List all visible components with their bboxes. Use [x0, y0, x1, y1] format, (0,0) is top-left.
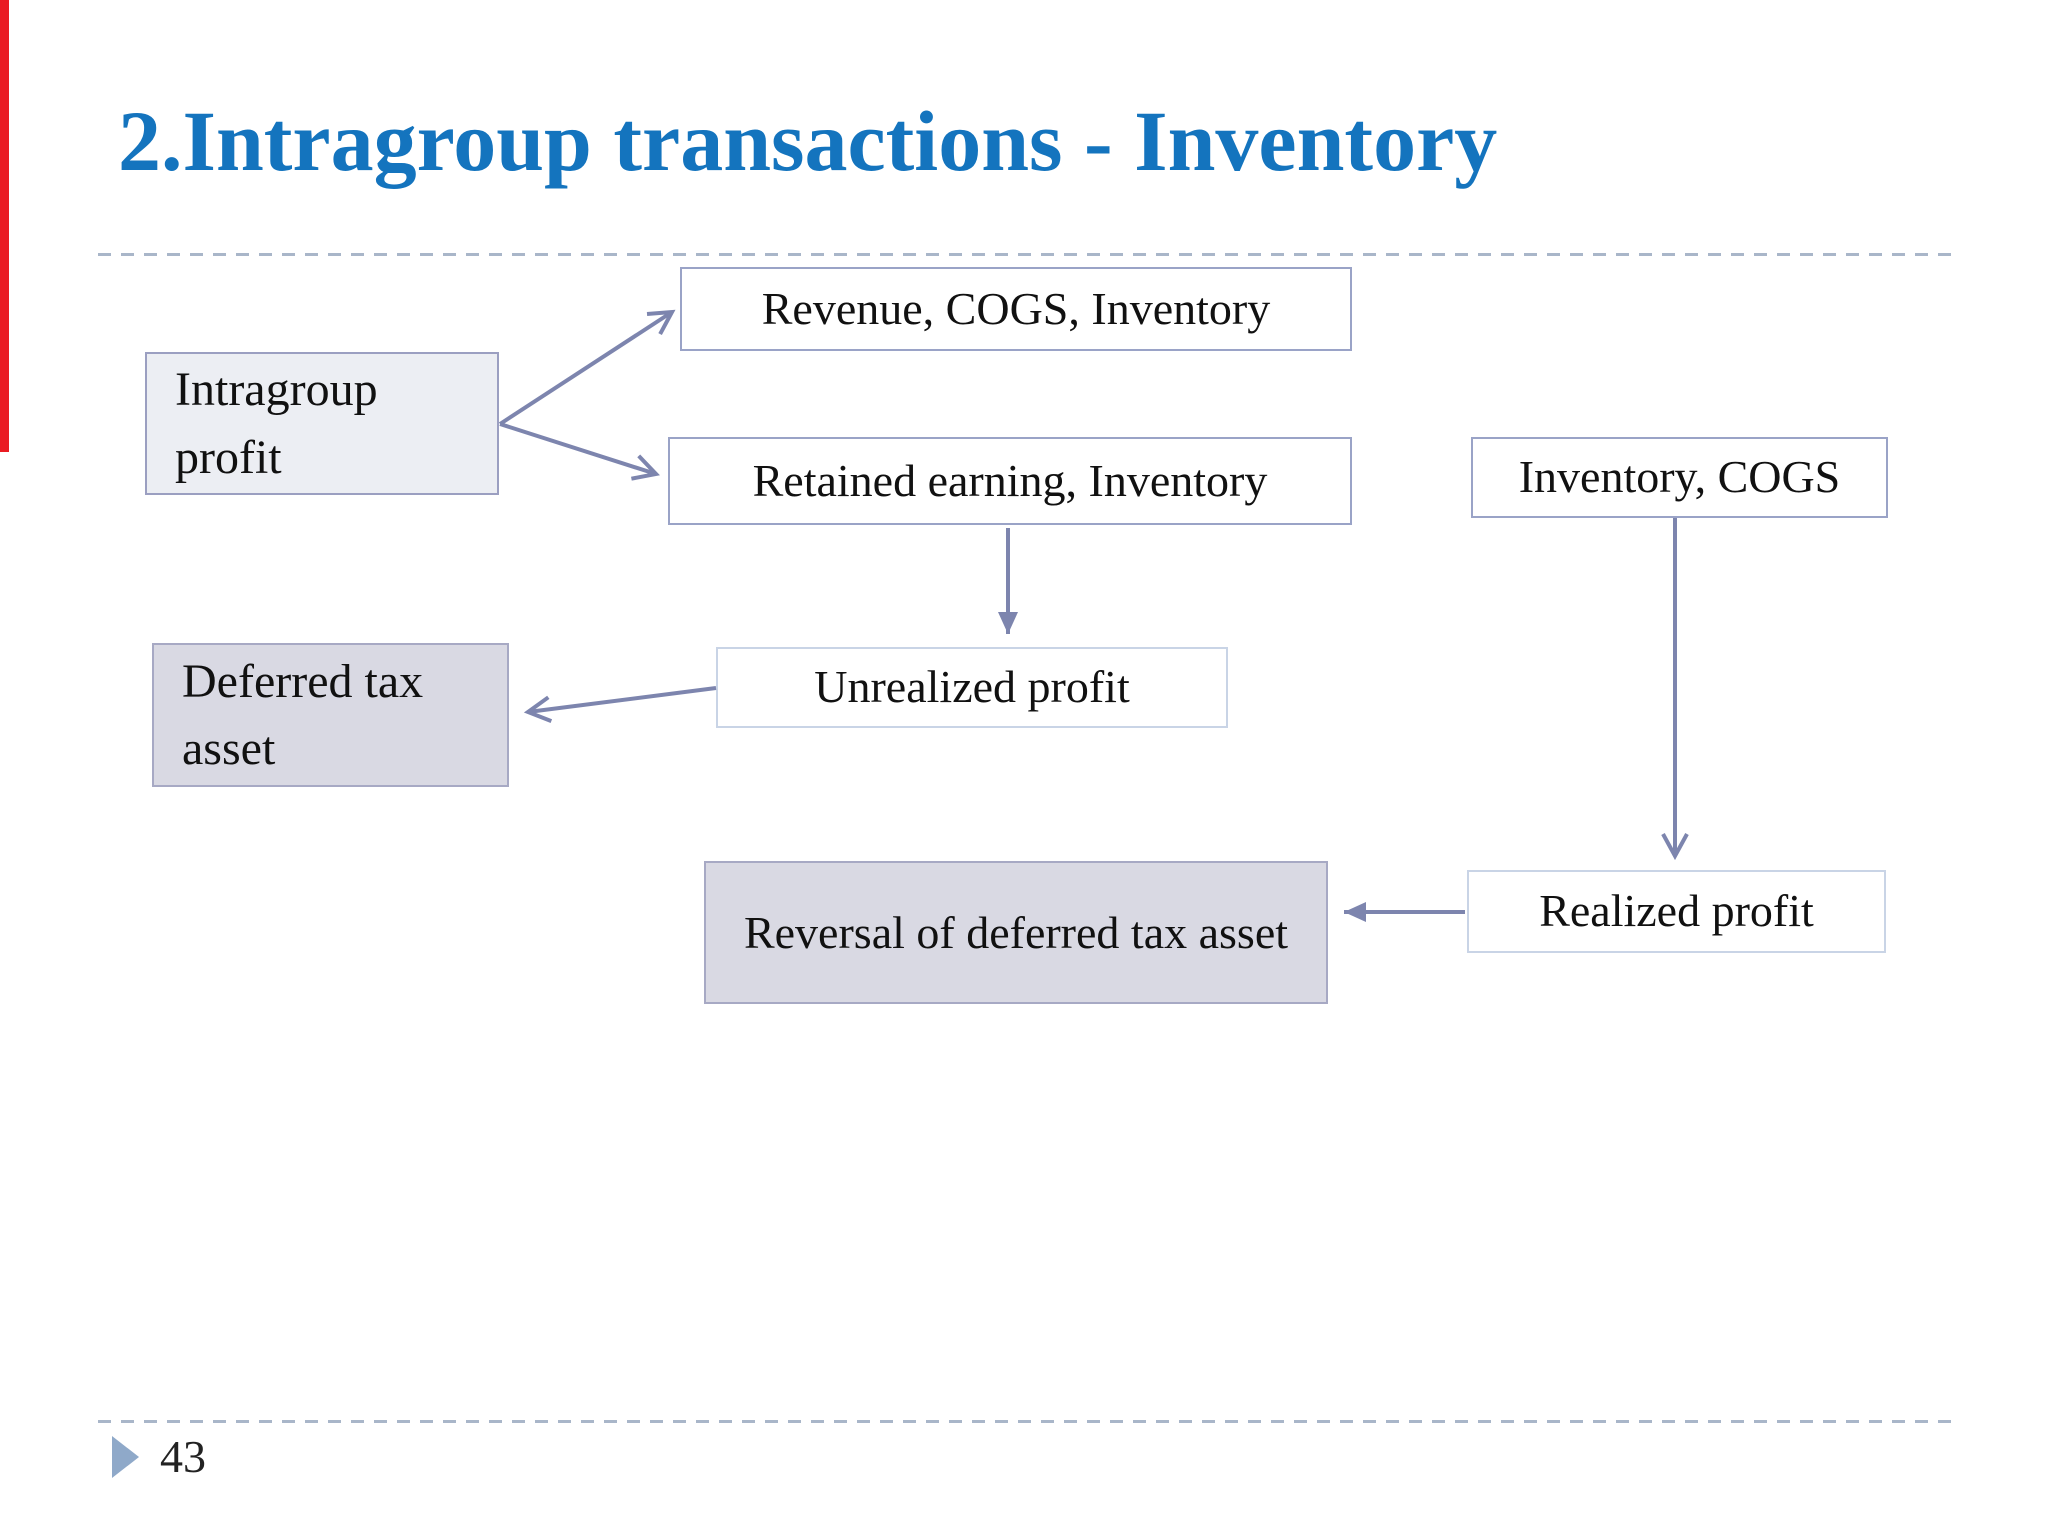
- node-unrealized-profit: Unrealized profit: [716, 647, 1228, 728]
- arrow-intragroup-to-retained: [499, 422, 660, 481]
- left-edge-red-bar: [0, 0, 9, 452]
- footer-triangle-icon: [112, 1436, 139, 1478]
- title-separator: [98, 253, 1952, 256]
- node-intragroup-profit: Intragroup profit: [145, 352, 499, 495]
- footer-separator: [98, 1420, 1952, 1423]
- node-inventory-cogs: Inventory, COGS: [1471, 437, 1888, 518]
- node-revenue-cogs-inventory: Revenue, COGS, Inventory: [680, 267, 1352, 351]
- node-retained-earning-inventory: Retained earning, Inventory: [668, 437, 1352, 525]
- node-deferred-tax-asset: Deferred tax asset: [152, 643, 509, 787]
- node-realized-profit: Realized profit: [1467, 870, 1886, 953]
- slide-title: 2.Intragroup transactions - Inventory: [118, 93, 1498, 189]
- arrow-intragroup-to-revenue: [498, 309, 676, 426]
- page-number: 43: [160, 1431, 206, 1482]
- arrow-unrealized-to-deferred: [523, 686, 717, 723]
- node-reversal-of-deferred-tax-asset: Reversal of deferred tax asset: [704, 861, 1328, 1004]
